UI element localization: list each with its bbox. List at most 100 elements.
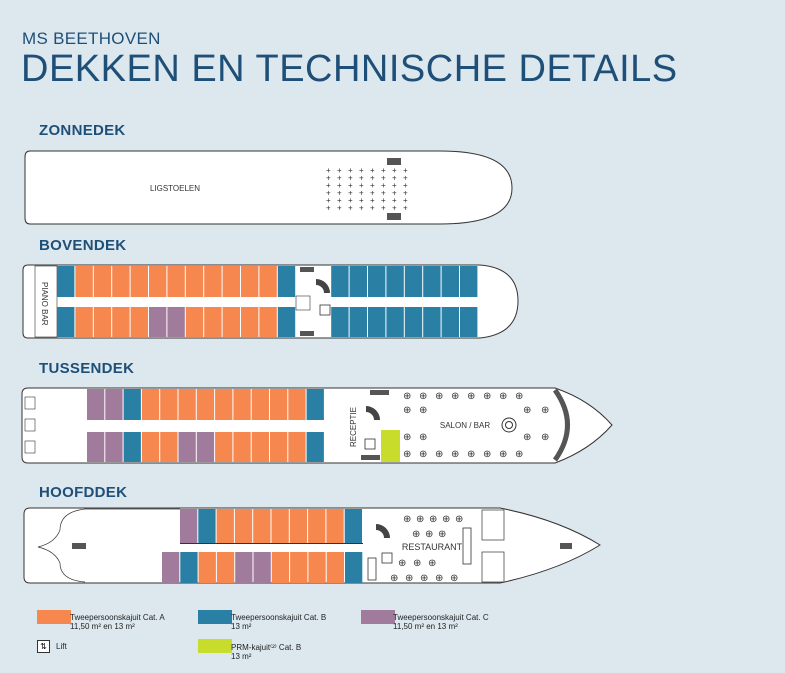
cabin-cat-c[interactable]	[167, 307, 185, 337]
cabin-cat-b[interactable]	[180, 552, 198, 583]
cabin-cat-a[interactable]	[141, 432, 160, 462]
cabin-cat-a[interactable]	[160, 389, 178, 420]
cabin-cat-c[interactable]	[105, 432, 123, 462]
cabin-cat-b[interactable]	[441, 307, 459, 337]
cabin-cat-a[interactable]	[259, 307, 277, 337]
cabin-cat-c[interactable]	[149, 307, 167, 337]
cabin-cat-c[interactable]	[87, 432, 105, 462]
cabin-cat-b[interactable]	[349, 266, 367, 297]
cabin-cat-c[interactable]	[87, 389, 105, 420]
cabin-cat-b[interactable]	[57, 266, 75, 297]
cabin-cat-c[interactable]	[235, 552, 253, 583]
svg-text:⊕: ⊕	[541, 432, 549, 443]
cabin-cat-a[interactable]	[130, 307, 148, 337]
cabin-cat-b[interactable]	[198, 509, 216, 543]
cabin-cat-a[interactable]	[215, 432, 233, 462]
cabin-cat-a[interactable]	[288, 389, 306, 420]
cabin-cat-a[interactable]	[130, 266, 148, 297]
cabin-cat-a[interactable]	[253, 509, 271, 543]
cabin-cat-c[interactable]	[162, 552, 180, 583]
cabin-cat-a[interactable]	[185, 307, 204, 337]
cabin-cat-a[interactable]	[196, 389, 215, 420]
cabin-cat-b[interactable]	[345, 552, 363, 583]
svg-text:+: +	[348, 181, 353, 190]
cabin-cat-b[interactable]	[460, 266, 478, 297]
cabin-cat-a[interactable]	[75, 307, 93, 337]
cabin-cat-b[interactable]	[306, 432, 324, 462]
lift-icon	[381, 552, 393, 564]
svg-text:+: +	[348, 174, 353, 183]
cabin-cat-a[interactable]	[241, 266, 259, 297]
cabin-cat-a[interactable]	[112, 266, 130, 297]
cabin-cat-a[interactable]	[112, 307, 130, 337]
cabin-cat-b[interactable]	[404, 266, 423, 297]
cabin-cat-c[interactable]	[105, 389, 123, 420]
cabin-cat-a[interactable]	[222, 266, 240, 297]
cabin-cat-b[interactable]	[460, 307, 478, 337]
cabin-cat-b[interactable]	[368, 266, 386, 297]
cabin-cat-a[interactable]	[233, 432, 251, 462]
cabin-cat-a[interactable]	[259, 266, 277, 297]
cabin-cat-b[interactable]	[57, 307, 75, 337]
cabin-cat-a[interactable]	[204, 266, 222, 297]
cabin-cat-a[interactable]	[149, 266, 167, 297]
cabin-cat-a[interactable]	[93, 266, 112, 297]
cabin-cat-a[interactable]	[326, 552, 344, 583]
cabin-cat-c[interactable]	[196, 432, 215, 462]
cabin-cat-b[interactable]	[404, 307, 423, 337]
cabin-cat-a[interactable]	[270, 389, 288, 420]
cabin-cat-b[interactable]	[386, 307, 404, 337]
cabin-cat-a[interactable]	[288, 432, 306, 462]
cabin-cat-a[interactable]	[167, 266, 185, 297]
cabin-cat-a[interactable]	[308, 552, 326, 583]
cabin-cat-c[interactable]	[180, 509, 198, 543]
cabin-cat-a[interactable]	[198, 552, 216, 583]
cabin-cat-c[interactable]	[178, 432, 196, 462]
cabin-cat-a[interactable]	[216, 509, 234, 543]
cabin-cat-b[interactable]	[423, 266, 441, 297]
svg-text:+: +	[337, 204, 342, 213]
cabin-cat-b[interactable]	[331, 266, 349, 297]
cabin-cat-b[interactable]	[306, 389, 324, 420]
cabin-cat-a[interactable]	[160, 432, 178, 462]
cabin-cat-a[interactable]	[308, 509, 326, 543]
cabin-cat-a[interactable]	[93, 307, 112, 337]
cabin-cat-c[interactable]	[253, 552, 271, 583]
cabin-cat-b[interactable]	[349, 307, 367, 337]
cabin-cat-b[interactable]	[123, 389, 141, 420]
cabin-cat-a[interactable]	[185, 266, 204, 297]
cabin-cat-a[interactable]	[178, 389, 196, 420]
cabin-cat-a[interactable]	[271, 509, 289, 543]
cabin-cat-a[interactable]	[75, 266, 93, 297]
svg-text:⊕: ⊕	[429, 514, 437, 525]
cabin-cat-a[interactable]	[251, 432, 269, 462]
cabin-cat-b[interactable]	[368, 307, 386, 337]
cabin-cat-a[interactable]	[233, 389, 251, 420]
cabin-cat-a[interactable]	[204, 307, 222, 337]
cabin-cat-a[interactable]	[216, 552, 235, 583]
cabin-cat-b[interactable]	[277, 307, 296, 337]
ship-name: MS BEETHOVEN	[22, 29, 161, 48]
cabin-cat-a[interactable]	[290, 552, 308, 583]
cabin-cat-b[interactable]	[123, 432, 141, 462]
cabin-cat-b[interactable]	[423, 307, 441, 337]
cabin-cat-a[interactable]	[271, 552, 290, 583]
cabin-cat-a[interactable]	[241, 307, 259, 337]
cabin-cat-a[interactable]	[326, 509, 344, 543]
deck-title-hoofddek: HOOFDDEK	[39, 484, 128, 501]
cabin-cat-b[interactable]	[386, 266, 404, 297]
stairs-icon	[361, 455, 380, 460]
lift-icon	[319, 304, 331, 316]
cabin-cat-a[interactable]	[270, 432, 288, 462]
cabin-cat-a[interactable]	[215, 389, 233, 420]
cabin-cat-b[interactable]	[344, 509, 362, 543]
cabin-cat-a[interactable]	[289, 509, 308, 543]
cabin-cat-a[interactable]	[234, 509, 253, 543]
cabin-cat-b[interactable]	[331, 307, 349, 337]
cabin-cat-a[interactable]	[251, 389, 269, 420]
cabin-cat-b[interactable]	[441, 266, 459, 297]
cabin-cat-b[interactable]	[277, 266, 296, 297]
cabin-cat-a[interactable]	[141, 389, 160, 420]
cabin-cat-a[interactable]	[222, 307, 240, 337]
